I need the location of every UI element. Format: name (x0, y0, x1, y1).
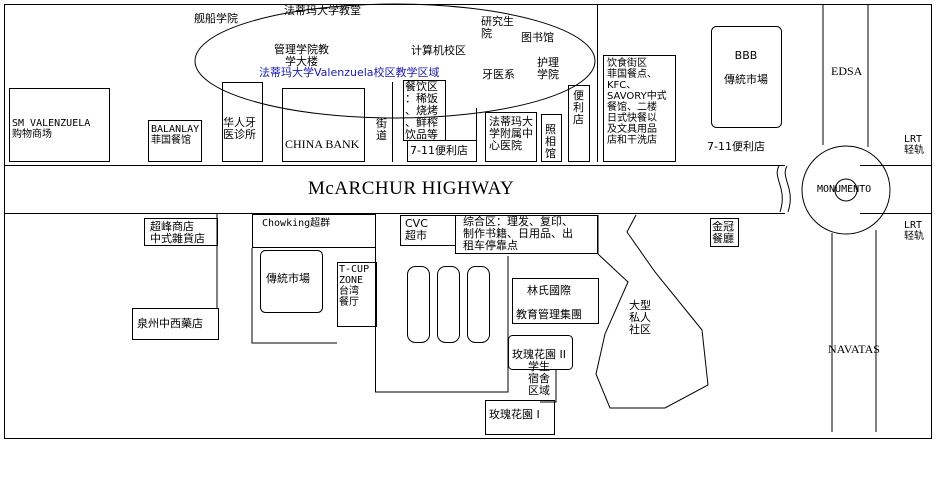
monumento-label: MONUMENTO (817, 184, 872, 195)
campus-ellipse (194, 3, 596, 119)
convenience-label: 便 利 店 (573, 89, 584, 126)
quanzhou-label: 泉州中西藥店 (137, 317, 203, 330)
balanlay-block (148, 120, 202, 162)
clinic-label: 华人牙 医诊所 (223, 116, 256, 141)
navatas-label: NAVATAS (828, 342, 880, 356)
chowking-label: Chowking超群 (262, 218, 331, 229)
photo-block (541, 114, 562, 162)
chinabank-label: CHINA BANK (285, 137, 360, 151)
cvc-label: CVC 超市 (405, 217, 428, 242)
seveneleven-a-label: 7-11便利店 (410, 144, 468, 157)
photo-label: 照 相 馆 (545, 123, 556, 160)
lrt-top-label: LRT 轻轨 (904, 134, 924, 156)
street-label: 街 道 (376, 117, 387, 142)
hospital-block (485, 112, 537, 162)
map-border (4, 4, 932, 439)
rose2-block (508, 335, 573, 370)
jinguan-label: 金冠 餐廳 (712, 220, 734, 245)
lin-label: 林氏國際 教育管理集團 (516, 284, 582, 321)
clinic-block (222, 82, 263, 162)
rose1-block (485, 400, 555, 435)
chinabank-block (282, 88, 365, 162)
maritime-label: 舰船学院 (194, 12, 238, 25)
balanlay-label: BALANLAY 菲国餐馆 (151, 124, 200, 146)
seveneleven-b-label: 7-11便利店 (707, 140, 765, 153)
lrt-bottom-label: LRT 轻轨 (904, 220, 924, 242)
food-label: 餐饮区 ：稀饭 、烧烤 、鲜榨 饮品等 (405, 80, 438, 141)
graduate-label: 研究生 院 (481, 15, 514, 40)
quanzhou-block (132, 308, 219, 340)
jinguan-block (710, 218, 739, 247)
classroom-label: 法蒂玛大学教堂 (284, 4, 361, 17)
lin-block (512, 278, 599, 324)
chowking-block (252, 214, 376, 248)
highway-label: McARCHUR HIGHWAY (308, 178, 515, 199)
hospital-label: 法蒂玛大 学附属中 心医院 (489, 115, 533, 152)
computer-label: 计算机校区 (411, 44, 466, 57)
edsa-label: EDSA (831, 64, 863, 78)
market-block (260, 250, 323, 313)
nursing-label: 护理 学院 (537, 56, 559, 81)
tcup-block (337, 262, 377, 327)
dining-label: 饮食街区 菲国餐点、 KFC、 SAVORY中式 餐馆、二楼 日式快餐以 及文具… (607, 58, 667, 146)
community-label: 大型 私人 社区 (629, 299, 651, 336)
library-label: 图书馆 (521, 31, 554, 44)
sm-block (9, 88, 110, 162)
market-label: 傳統市場 (266, 272, 310, 285)
chaofeng-label: 超峰商店 中式雜貨店 (150, 220, 205, 245)
dorm-label: 学生 宿舍 区域 (528, 360, 550, 397)
bbb-label: BBB 傳統市場 (724, 49, 768, 86)
convenience-block (568, 85, 590, 162)
dining-block (603, 55, 676, 162)
edsa-road (822, 5, 869, 147)
navatas-road (831, 230, 877, 432)
rose1-label: 玫瑰花園 I (489, 408, 540, 421)
dental-label: 牙医系 (482, 68, 515, 81)
complex-label: 综合区：理发、复印、 制作书籍、日用品、出 租车停靠点 (463, 215, 573, 252)
campus-label: 法蒂玛大学Valenzuela校区教学区域 (259, 66, 440, 79)
sm-label: SM VALENZUELA 购物商场 (12, 118, 91, 140)
monument-roundabout (801, 145, 891, 235)
rose2-label: 玫瑰花園 II (512, 348, 566, 361)
community-outline (595, 214, 709, 409)
tcup-label: T-CUP ZONE 台湾 餐厅 (339, 264, 370, 308)
bbb-block (711, 26, 782, 128)
management-label: 管理学院教 学大楼 (274, 43, 329, 68)
